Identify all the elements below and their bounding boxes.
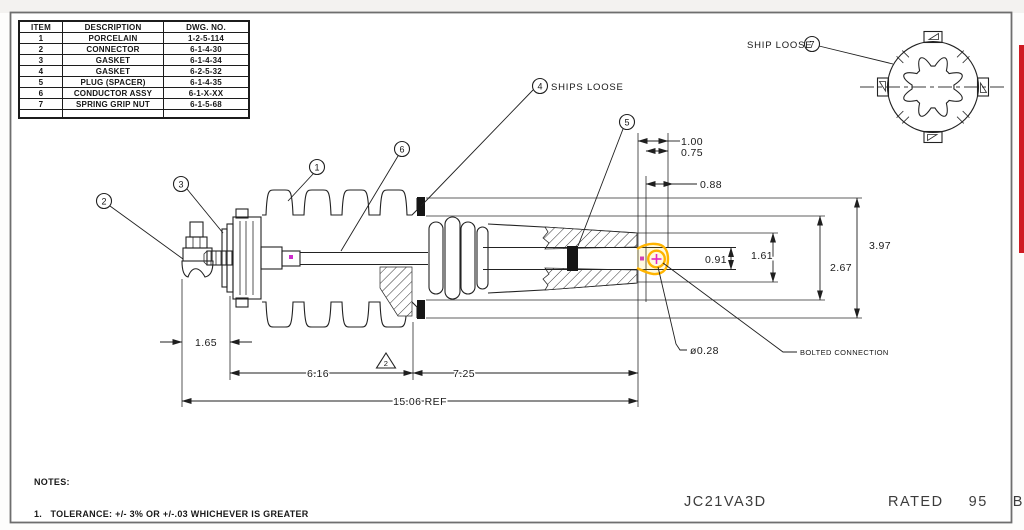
- dim-3-97: 3.97: [869, 240, 891, 252]
- porcelain-insulator: [262, 189, 418, 328]
- callout-4[interactable]: [531, 77, 549, 95]
- ship-loose-label: SHIP LOOSE: [747, 40, 812, 51]
- notes-block: NOTES: 1. TOLERANCE: +/- 3% OR +/-.03 WH…: [34, 456, 338, 530]
- dim-hole-diameter: ø0.28: [690, 345, 719, 357]
- dim-0-88: 0.88: [700, 179, 722, 191]
- vertex-marker-right: [640, 256, 644, 261]
- svg-text:4: 4: [537, 82, 542, 92]
- conductor-assy: [260, 246, 428, 270]
- callout-2[interactable]: [95, 192, 113, 210]
- callout-1[interactable]: [308, 158, 326, 176]
- gasket-4-bottom: [417, 300, 425, 319]
- dim-1-65: 1.65: [195, 337, 217, 349]
- leader-bolted-connection: [662, 262, 797, 353]
- callout-3[interactable]: [172, 175, 190, 193]
- ships-loose-label: SHIPS LOOSE: [551, 82, 624, 93]
- dim-1-61: 1.61: [751, 250, 773, 262]
- flag-note-triangle: [375, 351, 397, 369]
- bellows-rings: [428, 216, 489, 300]
- svg-text:7: 7: [809, 40, 814, 50]
- right-edge-red-strip[interactable]: [1019, 45, 1024, 253]
- svg-text:5: 5: [624, 118, 629, 128]
- callout-7[interactable]: [803, 35, 821, 53]
- col-dwg-no: DWG. NO.: [163, 20, 250, 33]
- dimensions: 1.00 0.75 0.88 0.91 1.61 2.67 3.97 1.65 …: [160, 135, 892, 410]
- nut-outer-rim: [886, 40, 980, 134]
- dim-2-67: 2.67: [830, 262, 852, 274]
- flag-note-number: 2: [384, 359, 389, 368]
- svg-text:1: 1: [314, 163, 319, 173]
- nut-tabs: [876, 30, 990, 144]
- col-description: DESCRIPTION: [62, 20, 164, 33]
- svg-text:2: 2: [101, 197, 106, 207]
- dim-0-91: 0.91: [705, 254, 727, 266]
- note-line: 1. TOLERANCE: +/- 3% OR +/-.03 WHICHEVER…: [34, 508, 309, 519]
- svg-text:6: 6: [399, 145, 404, 155]
- rating-label: RATED 95 BIL: [888, 494, 1024, 510]
- table-header-row: ITEM DESCRIPTION DWG. NO.: [18, 20, 250, 33]
- spring-grip-nut-detail: SHIP LOOSE 7: [747, 30, 1006, 144]
- dim-7-25: 7.25: [453, 368, 475, 380]
- col-item: ITEM: [18, 20, 63, 33]
- terminal-connector: [181, 221, 233, 278]
- bolted-connection-highlight[interactable]: [636, 242, 670, 276]
- dim-0-75: 0.75: [681, 147, 703, 159]
- svg-text:3: 3: [178, 180, 183, 190]
- leader-hole: [657, 266, 687, 351]
- bushing-assembly: [181, 133, 862, 407]
- dim-6-16: 6.16: [307, 368, 329, 380]
- bolted-connection-label: BOLTED CONNECTION: [800, 348, 889, 357]
- clamp-jaw: [181, 260, 214, 278]
- vertex-marker-left: [289, 255, 293, 259]
- callout-6[interactable]: [393, 140, 411, 158]
- gasket-4-top: [417, 197, 425, 216]
- callout-5[interactable]: [618, 113, 636, 131]
- plug-spacer-5: [567, 246, 578, 271]
- nut-gear-profile: [903, 57, 963, 117]
- drawing-number: JC21VA3D: [684, 494, 767, 510]
- threaded-stud: [206, 250, 233, 266]
- leader-7: [818, 45, 894, 65]
- bolt-hole[interactable]: [647, 249, 667, 269]
- dim-15-06-ref: 15.06 REF: [393, 396, 447, 408]
- table-row-empty: [18, 109, 250, 119]
- dim-1-00: 1.00: [681, 136, 703, 148]
- extension-lines-right: [426, 133, 862, 407]
- tapered-connector: [483, 223, 736, 294]
- porcelain-section-hatch: [379, 266, 413, 317]
- nut-rim-notches: [896, 50, 970, 124]
- top-strip: [0, 0, 1024, 13]
- notes-title: NOTES:: [34, 477, 70, 487]
- callouts: 1 2 3 4 SHIPS LOOSE 5 6: [95, 77, 636, 260]
